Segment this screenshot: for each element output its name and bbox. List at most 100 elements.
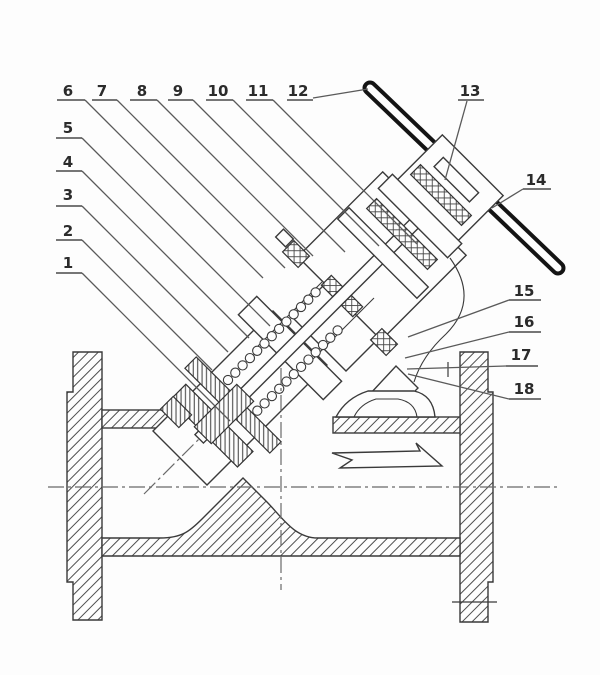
spring-coil-section [259, 338, 270, 349]
spring-coil-section [295, 301, 307, 313]
callout-number-16: 16 [514, 313, 535, 331]
spring-coil-section [325, 332, 336, 343]
valve-body [66, 351, 497, 623]
spring-coil-section [310, 347, 321, 358]
leader-line-18 [407, 373, 510, 400]
callout-number-4: 4 [63, 153, 73, 171]
packing-nut [377, 173, 463, 259]
callout-16: 16 [404, 313, 541, 359]
callout-number-18: 18 [514, 380, 535, 398]
spring-coil-section [317, 339, 329, 351]
spring-coil-section [303, 354, 314, 365]
callout-number-12: 12 [288, 82, 309, 100]
spring-coil-section [274, 383, 285, 394]
leader-line-16 [404, 331, 510, 359]
spring-coil-section [252, 405, 263, 416]
leader-line-11 [272, 99, 418, 245]
callout-14: 14 [491, 171, 551, 209]
spring-coil-section [237, 360, 248, 371]
leader-line-12 [312, 88, 369, 99]
callout-number-17: 17 [511, 346, 532, 364]
flow-direction-arrow-icon [331, 442, 444, 469]
leader-line-14 [491, 188, 524, 209]
callout-6: 6 [57, 82, 264, 279]
callout-4: 4 [56, 153, 250, 339]
spring-coil-section [303, 294, 314, 305]
callout-number-8: 8 [137, 82, 147, 100]
packing-ring-upper [320, 274, 344, 298]
callout-7: 7 [92, 82, 286, 269]
spring-coil-section [259, 398, 270, 409]
callout-number-5: 5 [63, 119, 73, 137]
spring-coil-section [266, 331, 277, 342]
yoke-plate [336, 206, 430, 300]
callout-number-9: 9 [173, 82, 183, 100]
body-top-wall-right [332, 416, 461, 434]
callout-2: 2 [56, 222, 213, 371]
callout-number-6: 6 [63, 82, 73, 100]
spring-coil-section [288, 369, 299, 380]
stem-bushing [409, 163, 473, 227]
callout-5: 5 [56, 119, 271, 327]
callout-number-10: 10 [208, 82, 229, 100]
right-flange [459, 351, 494, 623]
callout-9: 9 [168, 82, 346, 253]
spring-coil-section [230, 367, 241, 378]
spring-coil-section [222, 374, 234, 386]
leader-line-9 [192, 99, 346, 253]
gland-bolt-upper [281, 239, 311, 269]
callout-number-2: 2 [63, 222, 73, 240]
leader-line-5 [81, 137, 271, 327]
callout-3: 3 [56, 186, 229, 353]
leader-line-1 [81, 272, 231, 422]
callout-11: 11 [246, 82, 418, 245]
disc-assembly [159, 356, 282, 468]
callout-number-13: 13 [460, 82, 481, 100]
stem-spring [222, 287, 343, 424]
leader-line-17 [406, 365, 507, 370]
callout-12: 12 [287, 82, 369, 101]
top-nut [433, 156, 480, 203]
gland-bolt-step [274, 228, 295, 248]
support-foot-window [353, 398, 418, 418]
spring-coil-section [273, 323, 285, 335]
spring-coil-section [266, 390, 278, 402]
leader-line-15 [407, 299, 510, 338]
spring-coil-section [281, 316, 292, 327]
leader-line-8 [156, 99, 314, 257]
leader-line-4 [81, 170, 250, 339]
leader-line-13 [444, 100, 468, 181]
left-flange [66, 351, 103, 621]
leader-line-10 [232, 99, 380, 247]
top-works [274, 133, 505, 357]
body-bottom-wall [101, 477, 461, 557]
leader-line-7 [116, 99, 286, 269]
gland-bolt-lower [369, 327, 399, 357]
callout-number-7: 7 [97, 82, 107, 100]
callout-15: 15 [407, 282, 541, 338]
callout-18: 18 [407, 373, 541, 400]
callout-number-1: 1 [63, 254, 73, 272]
spring-coil-section [252, 345, 263, 356]
packing-ring-lower [340, 294, 364, 318]
callout-number-3: 3 [63, 186, 73, 204]
leader-line-3 [81, 205, 229, 353]
housing-outer-curve [413, 257, 465, 383]
gland-bushing [365, 197, 439, 271]
callout-number-11: 11 [248, 82, 269, 100]
spring-coil-section [244, 352, 256, 364]
callout-13: 13 [444, 82, 484, 181]
leader-line-6 [84, 99, 264, 279]
callout-number-14: 14 [526, 171, 547, 189]
spring-coil-section [281, 376, 292, 387]
spring-coil-section [332, 325, 343, 336]
spring-coil-section [288, 309, 299, 320]
spring-coil-section [295, 361, 307, 373]
callout-17: 17 [406, 346, 538, 370]
disc-hub [193, 383, 255, 445]
spring-coil-section [310, 287, 321, 298]
callout-10: 10 [206, 82, 380, 247]
